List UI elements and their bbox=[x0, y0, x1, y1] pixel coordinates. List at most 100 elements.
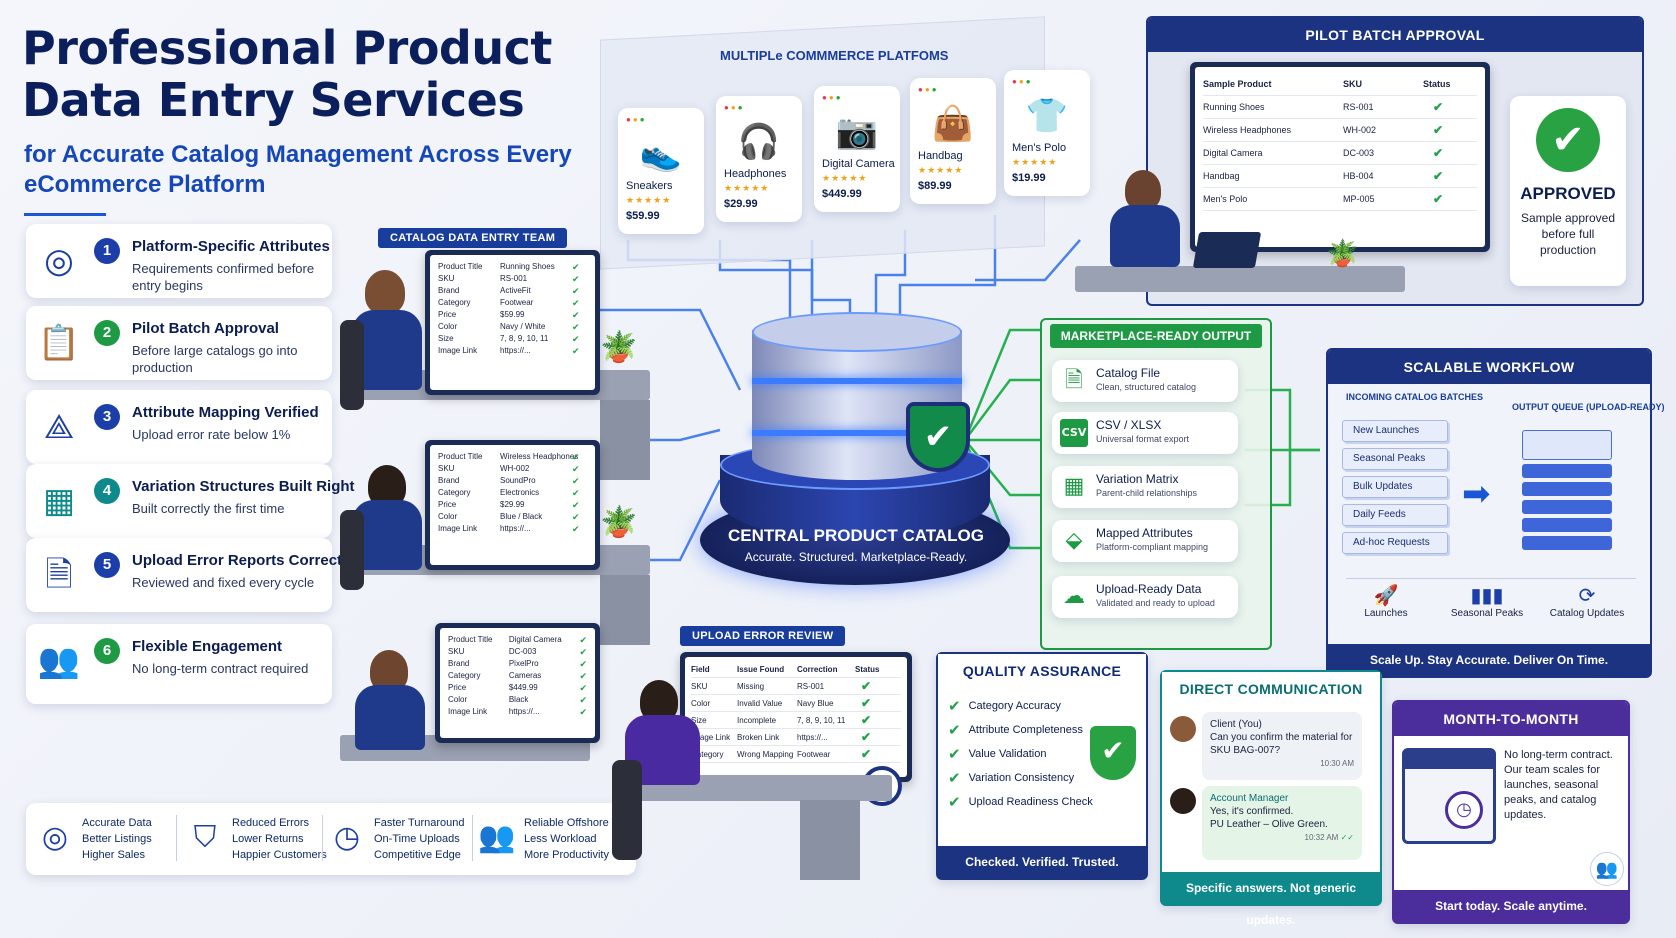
qa-item: ✔Upload Readiness Check bbox=[948, 794, 1093, 811]
incoming-label: INCOMING CATALOG BATCHES bbox=[1346, 392, 1483, 402]
workflow-footer: Scale Up. Stay Accurate. Deliver On Time… bbox=[1328, 644, 1650, 676]
page-subtitle: for Accurate Catalog Management Across E… bbox=[24, 141, 572, 198]
polo-shirt-icon: 👕 bbox=[1025, 96, 1069, 136]
product-card: ●●● 👟 Sneakers ★★★★★ $59.99 bbox=[618, 108, 704, 234]
desk-drawer bbox=[600, 400, 650, 480]
clock-icon: ◷ bbox=[333, 820, 361, 855]
product-card: ●●● 👜 Handbag ★★★★★ $89.99 bbox=[910, 78, 996, 204]
feature-card-4: ▦ 4 Variation Structures Built Right Bui… bbox=[26, 464, 355, 538]
product-card: ●●● 👕 Men's Polo ★★★★★ $19.99 bbox=[1004, 70, 1090, 196]
feature-title: Pilot Batch Approval bbox=[132, 320, 279, 337]
qa-item: ✔Variation Consistency bbox=[948, 770, 1075, 787]
feature-card-6: 👥 6 Flexible Engagement No long-term con… bbox=[26, 624, 332, 704]
feature-title: Upload Error Reports Corrected bbox=[132, 552, 360, 569]
catalog-top bbox=[752, 312, 962, 352]
output-queue-label: OUTPUT QUEUE (UPLOAD-READY) bbox=[1512, 402, 1665, 412]
monthly-desc: No long-term contract. Our team scales f… bbox=[1504, 749, 1613, 821]
grid-icon: ▦ bbox=[1063, 474, 1085, 499]
plant-icon: 🪴 bbox=[600, 331, 638, 364]
feature-desc: Before large catalogs go into production bbox=[132, 343, 298, 375]
qa-item: ✔Value Validation bbox=[948, 746, 1047, 763]
qa-list: ✔Category Accuracy ✔Attribute Completene… bbox=[948, 694, 1093, 814]
network-icon: ⟁ bbox=[43, 407, 75, 447]
plant-icon: 🪴 bbox=[600, 506, 638, 539]
desk bbox=[1075, 266, 1405, 292]
bar-chart-icon: ▮▮▮ bbox=[1470, 585, 1504, 607]
team-label: CATALOG DATA ENTRY TEAM bbox=[378, 228, 568, 248]
qa-footer: Checked. Verified. Trusted. bbox=[938, 846, 1146, 878]
worker-head bbox=[365, 270, 405, 314]
laptop bbox=[1192, 232, 1262, 268]
approved-card: ✔ APPROVED Sample approved before full p… bbox=[1510, 96, 1626, 286]
feature-card-1: ◎ 1 Platform-Specific Attributes Require… bbox=[26, 224, 332, 298]
avatar bbox=[1170, 788, 1196, 814]
qa-item: ✔Category Accuracy bbox=[948, 698, 1061, 715]
feature-number: 5 bbox=[94, 552, 120, 578]
worker-head bbox=[1125, 170, 1161, 210]
handbag-icon: 👜 bbox=[931, 104, 975, 144]
feature-number: 6 bbox=[94, 638, 120, 664]
catalog-tagline: Accurate. Structured. Marketplace-Ready. bbox=[744, 550, 968, 564]
page-title: Professional Product Data Entry Services bbox=[22, 21, 552, 127]
shield-check-icon: ✔ bbox=[906, 402, 970, 472]
target-icon: ◎ bbox=[44, 241, 74, 281]
desk-drawer bbox=[600, 575, 650, 645]
feature-desc: Requirements confirmed before entry begi… bbox=[132, 261, 315, 293]
calendar-icon: ◷ bbox=[1402, 748, 1496, 844]
csv-icon: CSV bbox=[1060, 419, 1088, 447]
batch-item: Seasonal Peaks bbox=[1342, 448, 1448, 470]
feature-card-3: ⟁ 3 Attribute Mapping Verified Upload er… bbox=[26, 390, 332, 464]
feature-number: 4 bbox=[94, 478, 120, 504]
output-queue-stack bbox=[1522, 430, 1612, 550]
feature-title: Flexible Engagement bbox=[132, 638, 283, 655]
chair bbox=[340, 320, 364, 410]
comm-footer: Specific answers. Not generic updates. bbox=[1162, 872, 1380, 927]
catalog-title: CENTRAL PRODUCT CATALOG bbox=[728, 526, 984, 545]
feature-number: 3 bbox=[94, 404, 120, 430]
client-message: Client (You) Can you confirm the materia… bbox=[1202, 712, 1362, 780]
product-card: ●●● 📷 Digital Camera ★★★★★ $449.99 bbox=[814, 86, 900, 212]
feature-card-5: 🗎 5 Upload Error Reports Corrected Revie… bbox=[26, 538, 360, 612]
worker-body bbox=[1110, 205, 1180, 267]
catalog-ring bbox=[752, 430, 962, 436]
workflow-label: SCALABLE WORKFLOW bbox=[1328, 350, 1650, 384]
refresh-icon: ⟳ bbox=[1578, 585, 1596, 607]
worker-body bbox=[355, 685, 425, 750]
batch-item: Ad-hoc Requests bbox=[1342, 532, 1448, 554]
manager-message: Account Manager Yes, it's confirmed. PU … bbox=[1202, 786, 1362, 860]
catalog-ring bbox=[752, 378, 962, 384]
output-label: MARKETPLACE-READY OUTPUT bbox=[1050, 324, 1262, 348]
camera-icon: 📷 bbox=[835, 112, 879, 152]
monthly-label: MONTH-TO-MONTH bbox=[1394, 702, 1628, 736]
feature-title: Attribute Mapping Verified bbox=[132, 404, 319, 421]
tag-icon: ⬙ bbox=[1065, 528, 1083, 553]
qa-item: ✔Attribute Completeness bbox=[948, 722, 1083, 739]
shield-check-icon: ✔ bbox=[1090, 726, 1136, 780]
approved-desc: Sample approved before full production bbox=[1520, 211, 1616, 257]
feature-desc: Reviewed and fixed every cycle bbox=[132, 575, 315, 590]
monthly-footer: Start today. Scale anytime. bbox=[1394, 890, 1628, 922]
boxes-icon: ▦ bbox=[42, 481, 76, 521]
headphones-icon: 🎧 bbox=[737, 122, 781, 162]
team-icon[interactable]: 👥 bbox=[1590, 852, 1624, 886]
avatar bbox=[1170, 716, 1196, 742]
comm-label: DIRECT COMMUNICATION bbox=[1162, 672, 1380, 706]
cloud-upload-icon: ☁ bbox=[1063, 584, 1085, 609]
feature-desc: Built correctly the first time bbox=[132, 501, 285, 516]
shield-check-icon: ⛉ bbox=[193, 820, 217, 855]
document-check-icon: 🗎 bbox=[45, 555, 73, 595]
feature-desc: No long-term contract required bbox=[132, 661, 309, 676]
feature-card-2: 📋 2 Pilot Batch Approval Before large ca… bbox=[26, 306, 332, 380]
workflow-icons-row: 🚀 Launches ▮▮▮ Seasonal Peaks ⟳ Catalog … bbox=[1346, 578, 1636, 638]
monthly-panel: MONTH-TO-MONTH Start today. Scale anytim… bbox=[1392, 700, 1630, 924]
target-icon: ◎ bbox=[41, 820, 69, 855]
